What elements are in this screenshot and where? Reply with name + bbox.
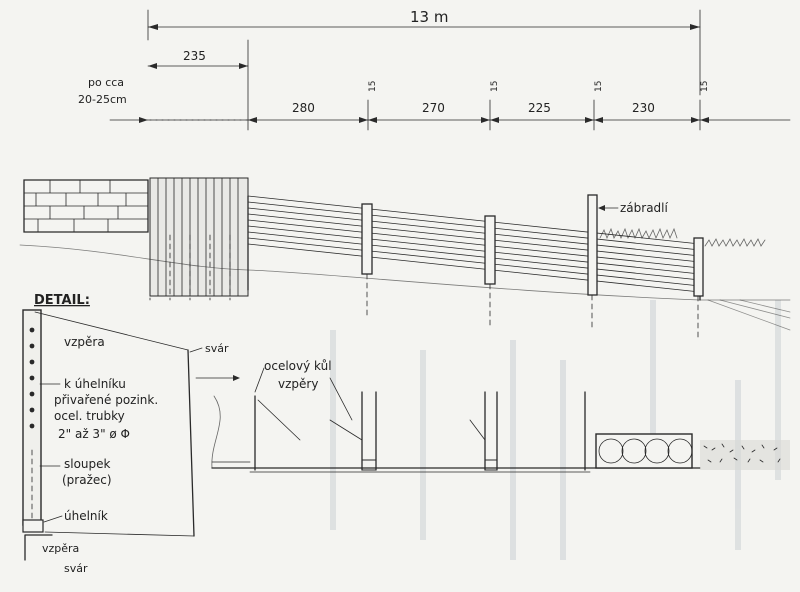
detail-strut-top: vzpěra bbox=[64, 335, 105, 349]
detail-drawing bbox=[22, 309, 195, 561]
railing-callout: zábradlí bbox=[598, 201, 669, 215]
stone-wall bbox=[23, 179, 149, 233]
arrowheads bbox=[139, 24, 709, 123]
detail-angle-label: úhelník bbox=[64, 509, 108, 523]
detail-note-line3: ocel. trubky bbox=[54, 409, 125, 423]
rail-panels bbox=[19, 195, 791, 301]
rod-label-line1: ocelový kůl bbox=[264, 359, 332, 373]
railing-label: zábradlí bbox=[620, 201, 669, 215]
spacing-note-line2: 20-25cm bbox=[78, 93, 127, 106]
post-1-width: 15 bbox=[368, 81, 378, 92]
post-3-width: 15 bbox=[594, 81, 604, 92]
total-length-label: 13 m bbox=[410, 8, 448, 26]
grass-hatching bbox=[599, 227, 791, 331]
detail-note-line2: přivařené pozink. bbox=[54, 393, 158, 407]
palisade-section bbox=[149, 177, 249, 301]
detail-note-line1: k úhelníku bbox=[64, 377, 126, 391]
rod-label-line2: vzpěry bbox=[278, 377, 318, 391]
dimension-lines bbox=[109, 9, 791, 131]
first-section-label: 235 bbox=[183, 49, 206, 63]
detail-title: DETAIL: bbox=[34, 293, 90, 308]
detail-weld-top: svár bbox=[205, 342, 229, 355]
rod-callout: ocelový kůl vzpěry bbox=[254, 359, 353, 421]
post-4-width: 15 bbox=[700, 81, 710, 92]
show-through-text bbox=[330, 300, 781, 560]
detail-note-line4: 2" až 3" ø Φ bbox=[58, 427, 130, 441]
post-2-width: 15 bbox=[490, 81, 500, 92]
detail-strut-bottom: vzpěra bbox=[42, 542, 79, 555]
span-1-label: 280 bbox=[292, 101, 315, 115]
span-4-label: 230 bbox=[632, 101, 655, 115]
detail-labels: DETAIL: vzpěra svár k úhelníku přivařené… bbox=[34, 293, 240, 575]
spacing-note-line1: po cca bbox=[88, 76, 124, 89]
span-2-label: 270 bbox=[422, 101, 445, 115]
plan-view bbox=[211, 391, 790, 473]
fence-posts bbox=[361, 194, 704, 339]
detail-weld-bottom: svár bbox=[64, 562, 88, 575]
detail-post-line2: (pražec) bbox=[62, 473, 112, 487]
span-3-label: 225 bbox=[528, 101, 551, 115]
detail-post-line1: sloupek bbox=[64, 457, 111, 471]
